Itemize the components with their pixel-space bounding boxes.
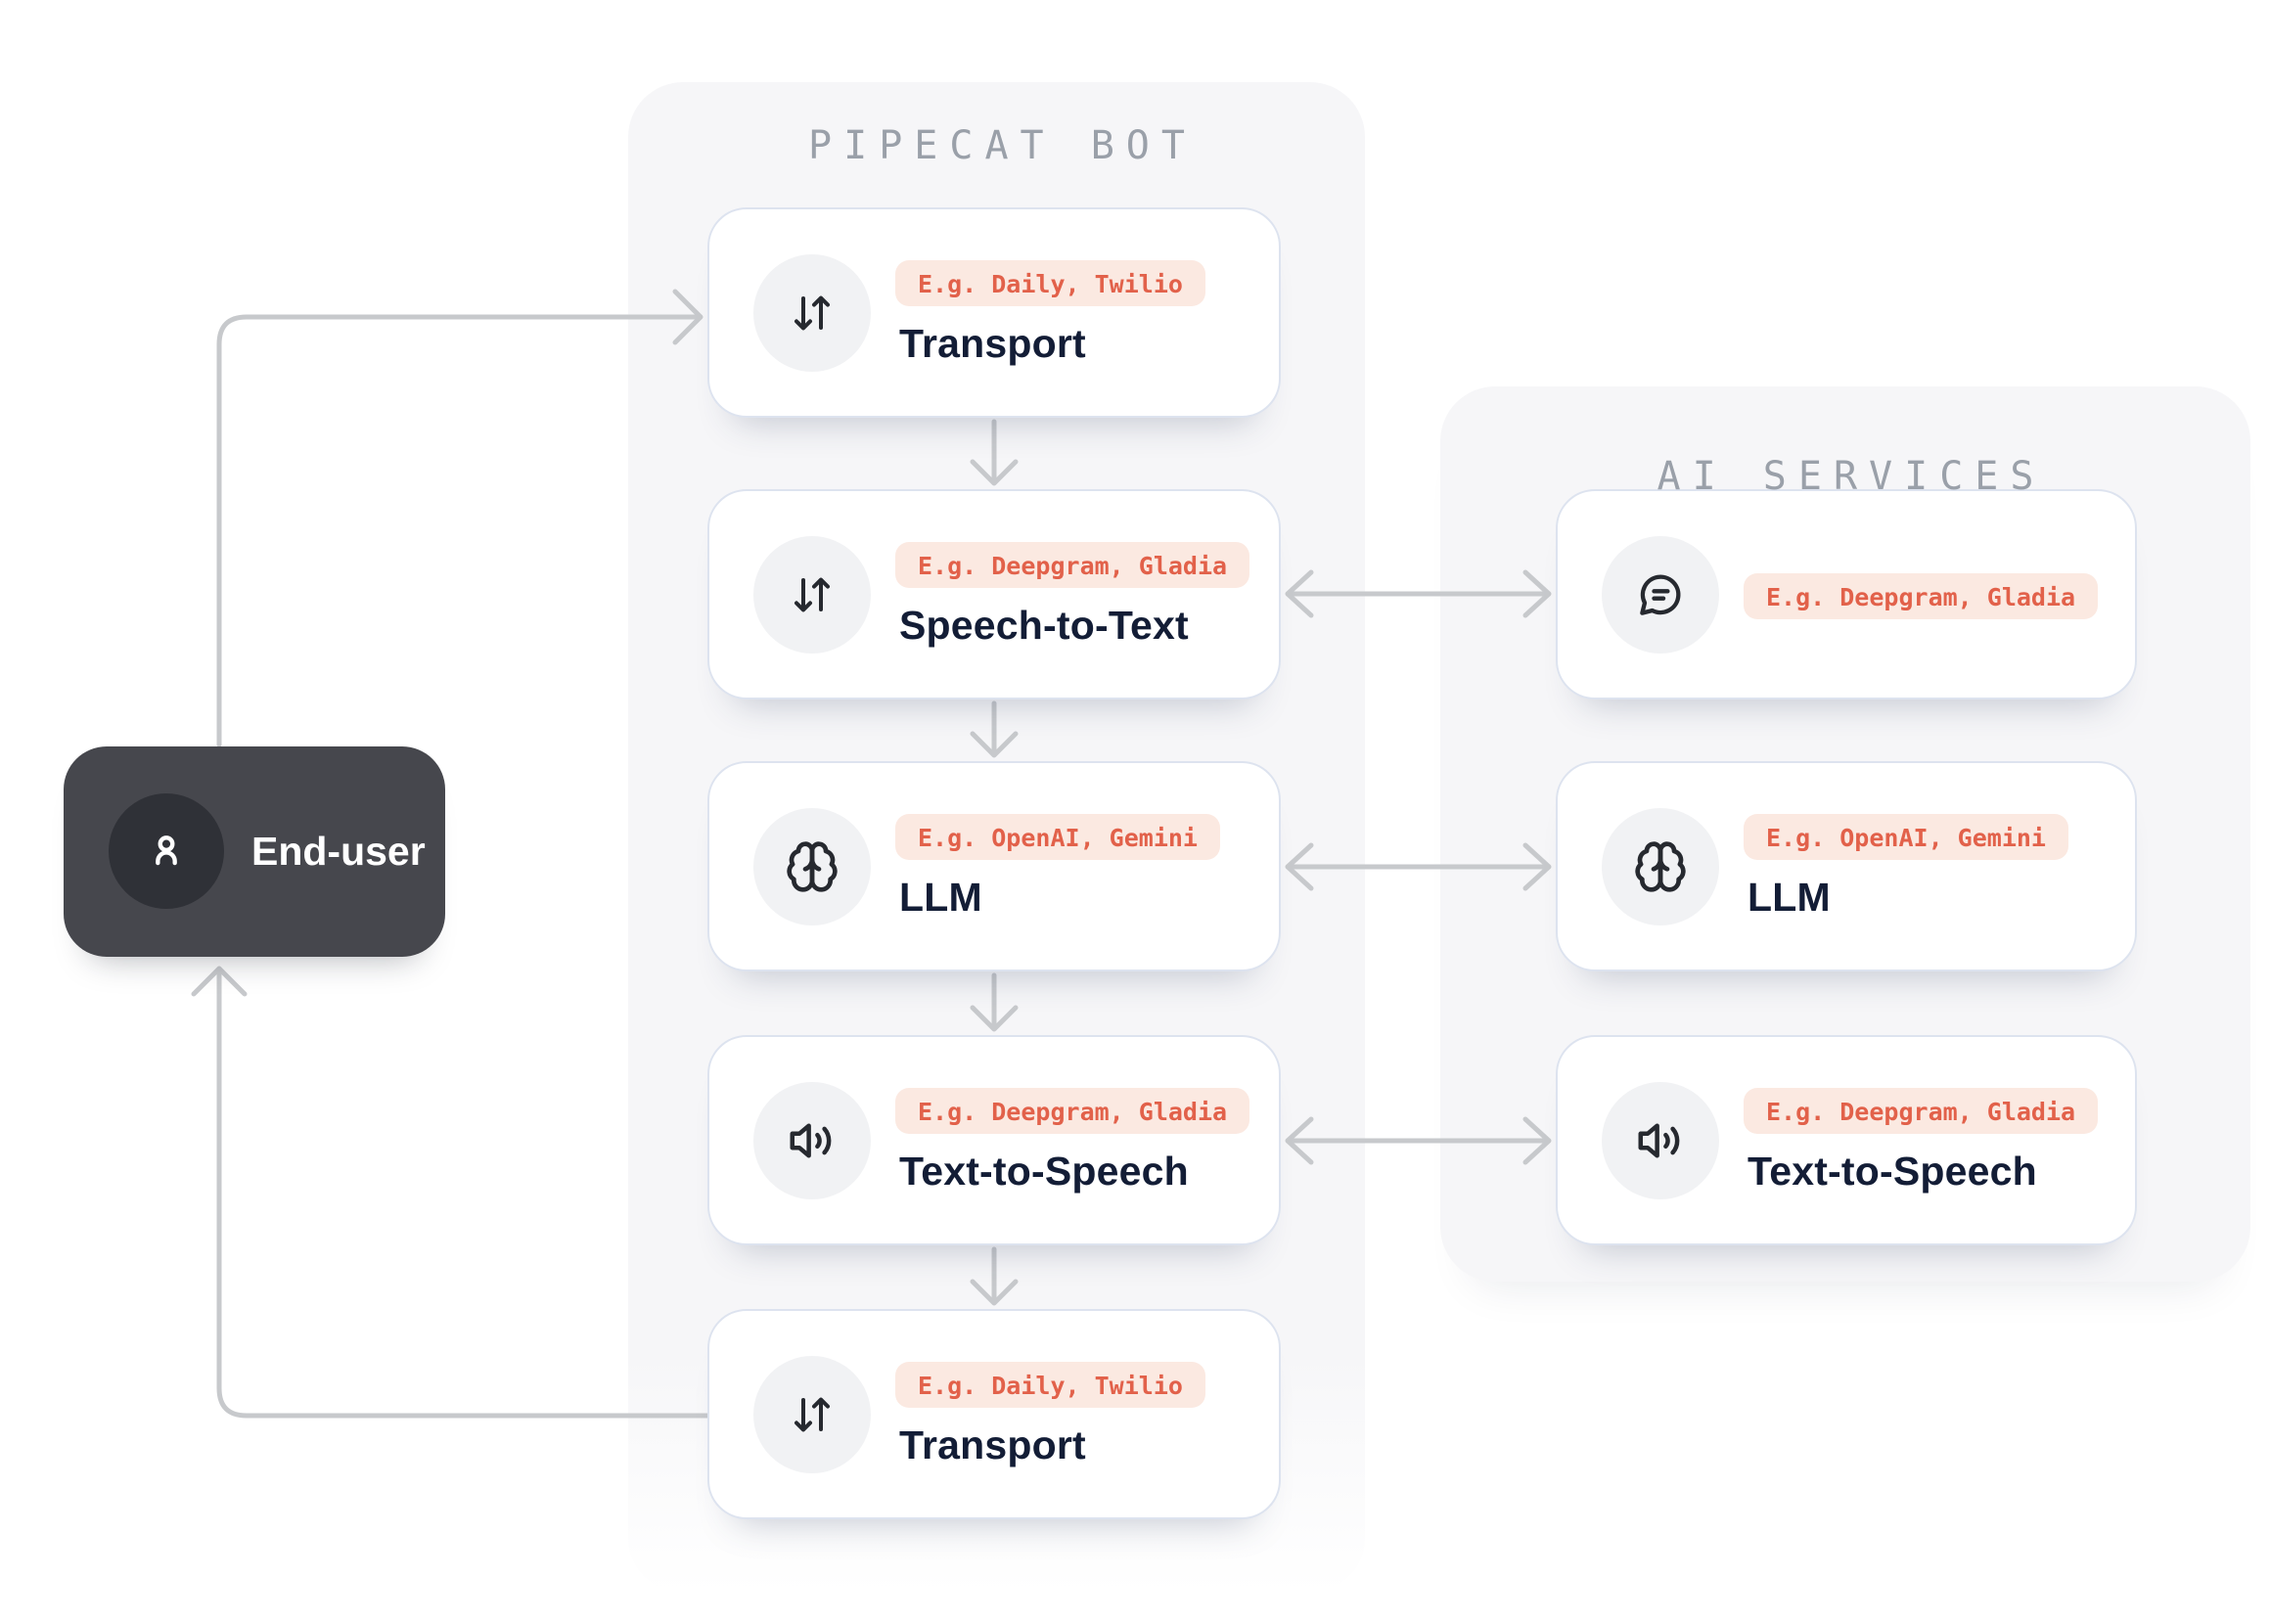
loop-enduser-to-transport — [216, 289, 704, 747]
card-transport-in: E.g. Daily, Twilio Transport — [707, 207, 1281, 418]
arrow-stt-to-service — [1285, 569, 1552, 618]
arrows-up-down-icon — [753, 1356, 871, 1473]
card-tts-service: E.g. Deepgram, Gladia Text-to-Speech — [1556, 1035, 2137, 1245]
speaker-icon — [1602, 1082, 1719, 1199]
card-label: Text-to-Speech — [1748, 1149, 2037, 1194]
speaker-icon — [753, 1082, 871, 1199]
card-speech-to-text: E.g. Deepgram, Gladia Speech-to-Text — [707, 489, 1281, 699]
arrow-stt-to-llm — [970, 700, 1019, 758]
end-user-label: End-user — [251, 829, 426, 874]
arrows-up-down-icon — [753, 254, 871, 372]
examples-badge: E.g. OpenAI, Gemini — [1744, 814, 2068, 860]
card-label: Speech-to-Text — [899, 603, 1189, 648]
card-label: Transport — [899, 321, 1086, 366]
arrow-tts-to-transport — [970, 1246, 1019, 1306]
arrow-transport-to-stt — [970, 419, 1019, 486]
chat-bubble-icon — [1602, 536, 1719, 654]
card-llm-service: E.g. OpenAI, Gemini LLM — [1556, 761, 2137, 971]
end-user-node: End-user — [64, 746, 445, 957]
arrow-llm-to-service — [1285, 842, 1552, 891]
card-transport-out: E.g. Daily, Twilio Transport — [707, 1309, 1281, 1519]
examples-badge: E.g. Deepgram, Gladia — [1744, 1088, 2099, 1134]
card-label: Transport — [899, 1422, 1086, 1467]
card-label: Text-to-Speech — [899, 1149, 1189, 1194]
ai-services-title: AI SERVICES — [1657, 454, 2046, 499]
brain-icon — [1602, 808, 1719, 925]
card-llm: E.g. OpenAI, Gemini LLM — [707, 761, 1281, 971]
card-text-to-speech: E.g. Deepgram, Gladia Text-to-Speech — [707, 1035, 1281, 1245]
examples-badge: E.g. Deepgram, Gladia — [895, 542, 1250, 588]
arrow-tts-to-service — [1285, 1116, 1552, 1165]
card-stt-service: E.g. Deepgram, Gladia — [1556, 489, 2137, 699]
examples-badge: E.g. Daily, Twilio — [895, 1362, 1205, 1408]
arrow-llm-to-tts — [970, 972, 1019, 1032]
examples-badge: E.g. Daily, Twilio — [895, 260, 1205, 306]
card-label: LLM — [899, 875, 982, 920]
examples-badge: E.g. OpenAI, Gemini — [895, 814, 1220, 860]
card-label: LLM — [1748, 875, 1831, 920]
pipecat-bot-title: PIPECAT BOT — [808, 123, 1197, 168]
examples-badge: E.g. Deepgram, Gladia — [895, 1088, 1250, 1134]
user-icon — [109, 793, 224, 909]
loop-transport-to-enduser — [191, 966, 710, 1419]
examples-badge: E.g. Deepgram, Gladia — [1744, 573, 2099, 619]
brain-icon — [753, 808, 871, 925]
arrows-up-down-icon — [753, 536, 871, 654]
